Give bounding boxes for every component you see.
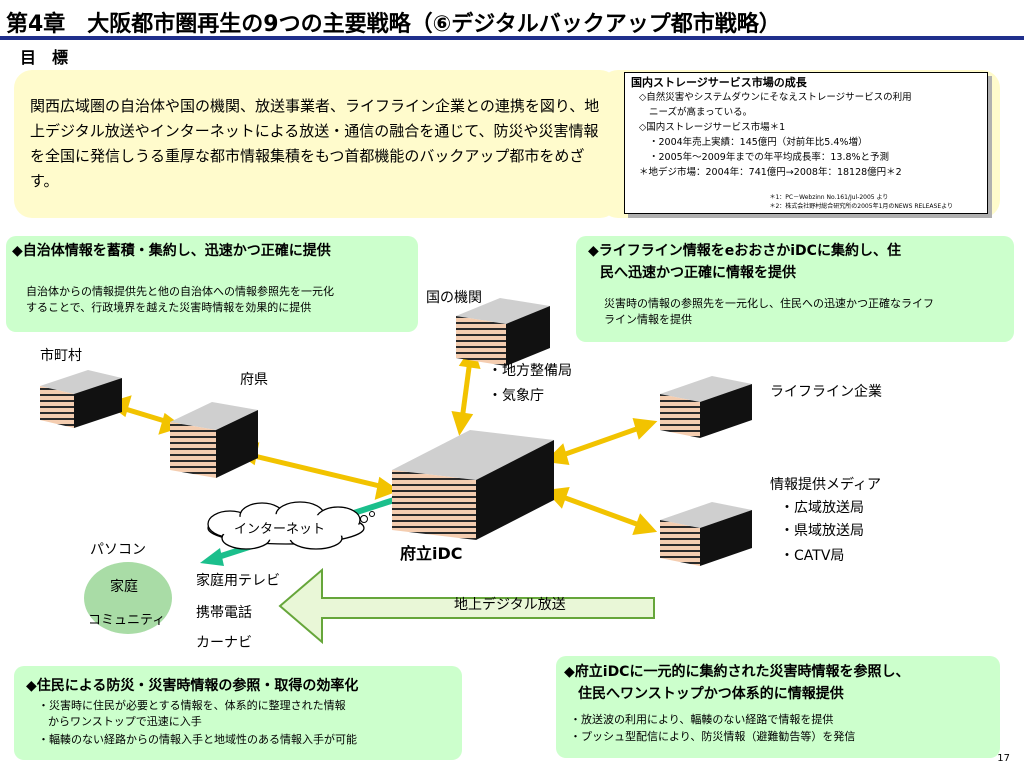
carnavi-label: カーナビ	[196, 635, 252, 651]
market-box-title: 国内ストレージサービス市場の成長	[631, 76, 807, 89]
national-agency-label: 国の機関	[426, 290, 482, 306]
municipality-label: 市町村	[40, 348, 82, 364]
tv-label: 家庭用テレビ	[196, 573, 280, 589]
market-line: ＊地デジ市場：2004年：741億円→2008年：18128億円＊2	[639, 167, 902, 178]
title-divider	[0, 36, 1024, 40]
lifeline-text: 災害時の情報の参照先を一元化し、住民への迅速かつ正確なライフ	[604, 297, 934, 310]
media-item: ・県域放送局	[780, 523, 864, 539]
market-footnote: ＊1：PC－Webzinn No.161/Jul-2005 より	[769, 194, 889, 201]
media-label: 情報提供メディア	[770, 477, 882, 493]
market-line: ・2005年～2009年までの年平均成長率：13.8%と予測	[649, 152, 890, 163]
lifeline-company-label: ライフライン企業	[770, 384, 882, 400]
pc-arrowhead	[200, 548, 224, 566]
lifeline-heading: 民へ迅速かつ正確に情報を提供	[600, 265, 796, 281]
lifeline-company-building	[660, 376, 752, 438]
media-item: ・CATV局	[780, 548, 845, 564]
goal-text: 関西広域圏の自治体や国の機関、放送事業者、ライフライン企業との連携を図り、地上デ…	[30, 97, 600, 190]
goal-box	[14, 70, 618, 218]
storage-market-box: 国内ストレージサービス市場の成長 ◇自然災害やシステムダウンにそなえストレージサ…	[624, 72, 988, 214]
home-community-circle	[84, 562, 172, 634]
residents-text: からワンストップで迅速に入手	[48, 715, 202, 728]
idc-heading: ◆府立iDCに一元的に集約された災害時情報を参照し、	[564, 664, 910, 680]
lifeline-heading: ◆ライフライン情報をeおおさかiDCに集約し、住	[588, 243, 901, 259]
jma-label: ・気象庁	[488, 388, 544, 404]
residents-text: ・災害時に住民が必要とする情報を、体系的に整理された情報	[38, 699, 346, 712]
page-title: 第4章 大阪都市圏再生の9つの主要戦略（⑥デジタルバックアップ都市戦略）	[6, 12, 781, 37]
residents-text: ・輻輳のない経路からの情報入手と地域性のある情報入手が可能	[38, 733, 357, 746]
local-gov-text: することで、行政境界を越えた災害時情報を効果的に提供	[26, 301, 312, 314]
municipality-building	[40, 370, 122, 428]
media-item: ・広域放送局	[780, 500, 864, 516]
idc-text: ・放送波の利用により、輻輳のない経路で情報を提供	[570, 713, 834, 726]
local-gov-heading: ◆自治体情報を蓄積・集約し、迅速かつ正確に提供	[12, 243, 331, 259]
home-label: 家庭	[110, 579, 138, 595]
digital-broadcast-arrow	[278, 567, 655, 645]
local-gov-info-box	[6, 236, 418, 332]
media-building	[660, 502, 752, 566]
goal-label: 目 標	[20, 48, 69, 67]
residents-heading: ◆住民による防災・災害時情報の参照・取得の効率化	[26, 678, 359, 694]
lifeline-text: ライン情報を提供	[604, 313, 692, 326]
page-number: 17	[997, 753, 1010, 764]
community-label: コミュニティ	[88, 613, 166, 628]
idc-info-box	[556, 656, 1000, 758]
local-gov-text: 自治体からの情報提供先と他の自治体への情報参照先を一元化	[26, 285, 334, 298]
digital-broadcast-label: 地上デジタル放送	[454, 597, 566, 613]
market-footnote: ＊2：株式会社野村総合研究所の2005年1月のNEWS RELEASEより	[769, 203, 953, 210]
internet-label: インターネット	[234, 522, 326, 537]
idc-text: ・プッシュ型配信により、防災情報（避難勧告等）を発信	[570, 730, 856, 743]
market-line: ニーズが高まっている。	[649, 107, 753, 118]
lifeline-info-box	[576, 236, 1014, 342]
idc-heading: 住民へワンストップかつ体系的に情報提供	[578, 686, 844, 702]
national-agency-building	[456, 298, 550, 366]
pc-label: パソコン	[90, 542, 146, 558]
market-line: ◇自然災害やシステムダウンにそなえストレージサービスの利用	[639, 92, 912, 103]
market-line: ・2004年売上実績：145億円（対前年比5.4%増）	[649, 137, 868, 148]
market-line: ◇国内ストレージサービス市場＊1	[639, 122, 786, 133]
idc-label: 府立iDC	[400, 544, 463, 563]
prefecture-label: 府県	[240, 372, 268, 388]
regional-bureau-label: ・地方整備局	[488, 363, 572, 379]
mobile-label: 携帯電話	[196, 605, 252, 621]
idc-building	[392, 430, 554, 540]
residents-info-box	[14, 666, 462, 760]
prefecture-building	[170, 402, 258, 478]
